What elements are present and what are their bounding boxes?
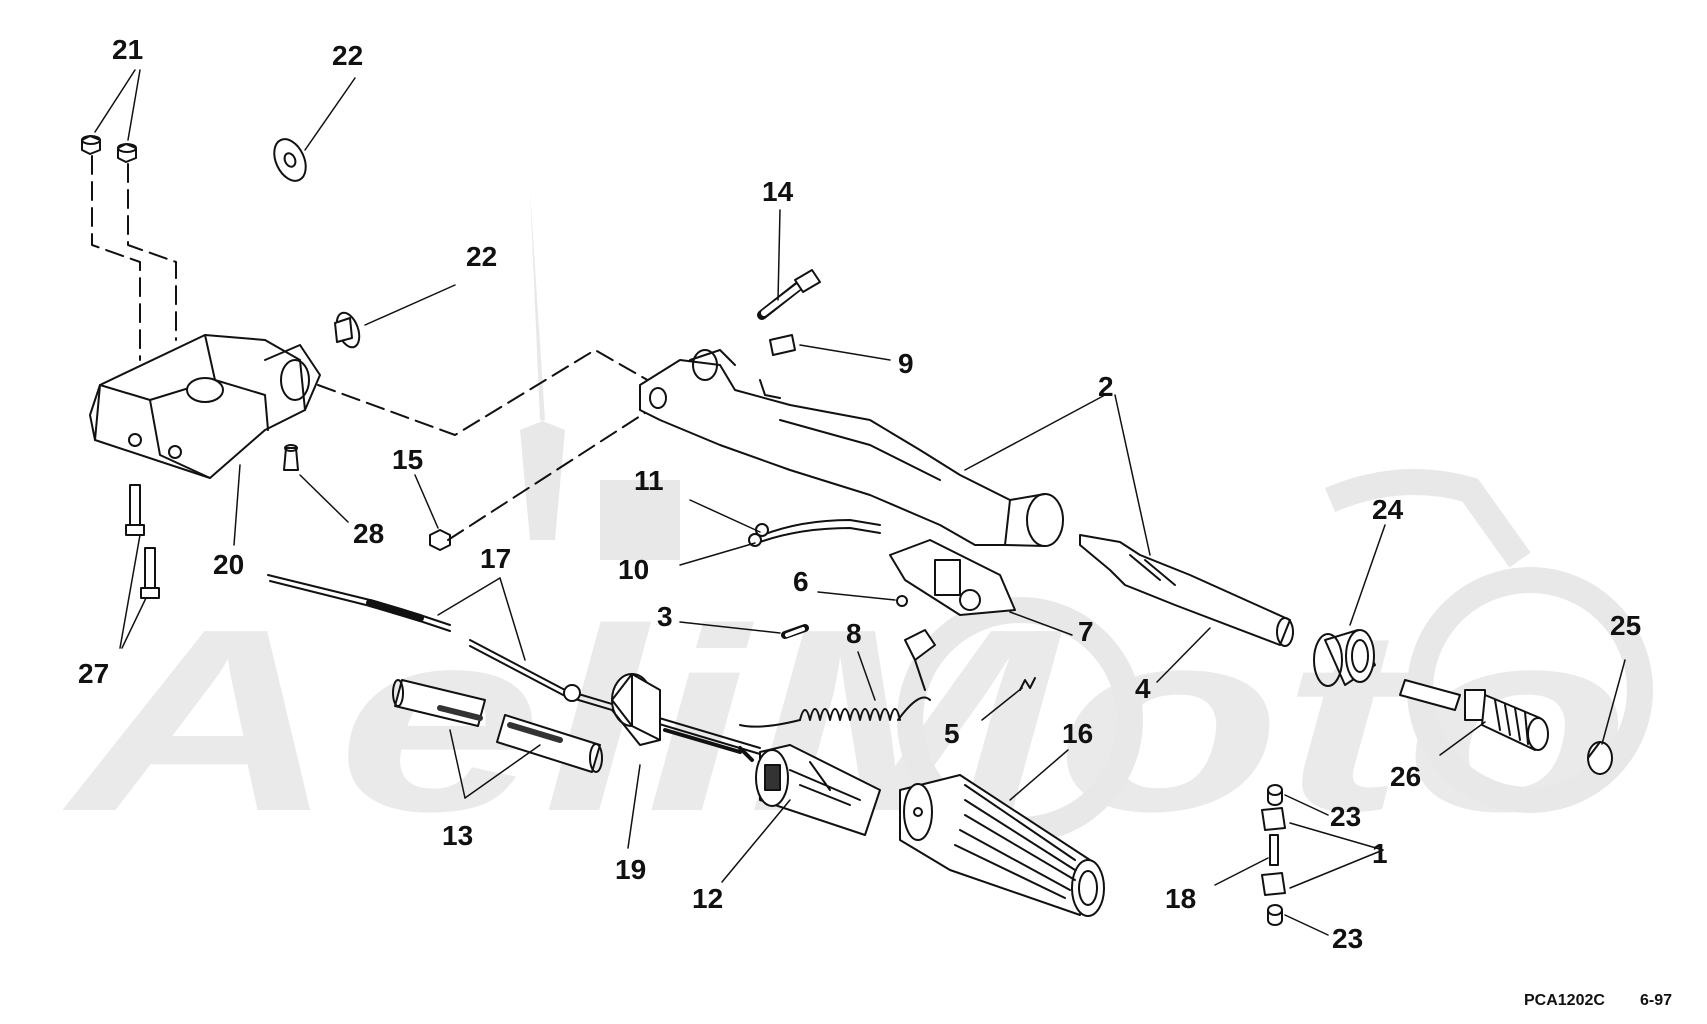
callout-28: 28	[353, 518, 385, 549]
callout-14: 14	[762, 176, 794, 207]
callout-18: 18	[1165, 883, 1197, 914]
sleeve-upper	[392, 679, 486, 727]
bushing-23-upper	[1267, 784, 1283, 806]
callout-25: 25	[1610, 610, 1642, 641]
callout-22-stud: 22	[466, 241, 498, 272]
callout-21: 21	[112, 34, 144, 65]
callout-26: 26	[1390, 761, 1422, 792]
callout-9: 9	[898, 348, 914, 379]
drawing-code: PCA1202C	[1524, 992, 1605, 1009]
callout-3: 3	[657, 601, 673, 632]
bushing-23-lower	[1267, 904, 1283, 926]
throttle-cable	[267, 574, 761, 755]
bolt-upper	[125, 484, 145, 536]
screw-14	[757, 269, 821, 320]
callout-13: 13	[442, 820, 474, 851]
pin-3	[781, 624, 809, 639]
clip-5	[1019, 677, 1036, 691]
ground-wire	[748, 519, 881, 547]
leader-lines	[94, 69, 1626, 936]
callout-23-upper: 23	[1330, 801, 1362, 832]
washer-stud	[334, 311, 361, 349]
bushing-1-upper	[1261, 807, 1286, 831]
nut-15	[429, 529, 451, 551]
handle-grip	[899, 774, 1105, 917]
assembly-dashed-line	[317, 349, 666, 436]
grip-insert	[755, 744, 881, 836]
pin-18	[1269, 834, 1279, 866]
callout-10: 10	[618, 554, 650, 585]
callout-11: 11	[634, 465, 664, 496]
bolt-lower	[140, 547, 160, 599]
callout-19: 19	[615, 854, 647, 885]
drawing-date: 6-97	[1640, 992, 1673, 1009]
assembly-dashed-line	[127, 163, 177, 341]
callout-16: 16	[1062, 718, 1094, 749]
lock-nut-right	[117, 143, 137, 163]
assembly-dashed-line	[91, 155, 141, 361]
callout-22-top: 22	[332, 40, 364, 71]
callout-23-lower: 23	[1332, 923, 1364, 954]
callout-27: 27	[78, 658, 110, 689]
callout-2: 2	[1098, 371, 1114, 402]
assembly-dashed-line	[447, 399, 666, 541]
clip-9	[769, 334, 796, 356]
callout-24: 24	[1372, 494, 1404, 525]
callout-17: 17	[480, 543, 512, 574]
lock-nut-left	[81, 135, 101, 155]
callout-8: 8	[846, 618, 862, 649]
stop-switch	[889, 539, 1016, 616]
screw-6	[896, 595, 908, 607]
callout-1: 1	[1372, 838, 1388, 869]
washer-top	[273, 138, 307, 182]
sleeve-lower	[496, 714, 603, 773]
end-cap	[1587, 741, 1613, 775]
throttle-shaft	[1079, 534, 1294, 647]
callout-20: 20	[213, 549, 245, 580]
callout-6: 6	[793, 566, 809, 597]
bushing	[1313, 629, 1376, 687]
bushing-1-lower	[1261, 872, 1286, 896]
callout-7: 7	[1078, 616, 1094, 647]
tiller-arm	[639, 349, 1064, 547]
tiller-bracket	[89, 334, 321, 479]
friction-screw	[1399, 679, 1549, 751]
coil-spring	[739, 629, 936, 728]
callout-15: 15	[392, 444, 424, 475]
cable-housing	[611, 673, 754, 762]
callout-5: 5	[944, 718, 960, 749]
grease-fitting	[283, 444, 299, 471]
callout-4: 4	[1135, 673, 1151, 704]
callout-12: 12	[692, 883, 724, 914]
